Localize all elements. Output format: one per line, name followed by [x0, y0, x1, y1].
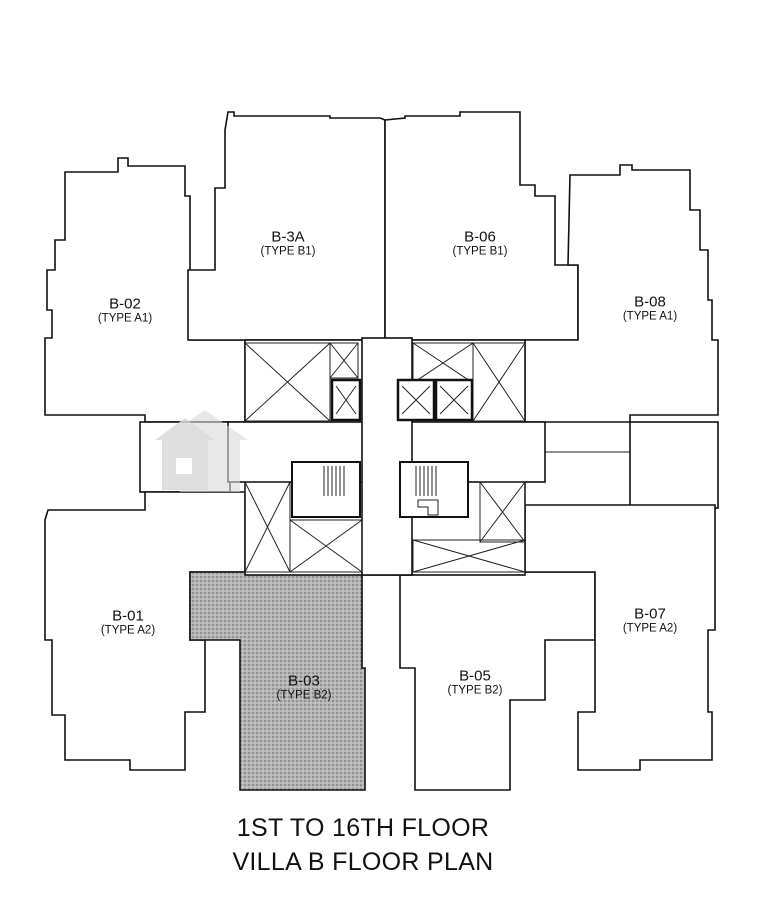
unit-id: B-06: [464, 228, 496, 246]
unit-type: (TYPE A1): [97, 312, 153, 325]
unit-type: (TYPE B1): [452, 245, 508, 258]
unit-id: B-07: [634, 605, 666, 623]
unit-type: (TYPE A2): [622, 622, 678, 635]
unit-b-07-label: B-07 (TYPE A2): [623, 606, 677, 635]
unit-id: B-01: [112, 607, 144, 625]
lifts: [330, 378, 474, 422]
unit-b-02-label: B-02 (TYPE A1): [98, 296, 152, 325]
unit-id: B-05: [459, 667, 491, 685]
plan-title-line1: 1ST TO 16TH FLOOR: [236, 814, 490, 842]
unit-b-01-label: B-01 (TYPE A2): [101, 608, 155, 637]
unit-b-03-outline: [189, 571, 366, 791]
unit-type: (TYPE A1): [622, 310, 678, 323]
unit-b-3a-outline: [187, 111, 386, 341]
plan-title-line2: VILLA B FLOOR PLAN: [232, 848, 494, 876]
unit-type: (TYPE A2): [100, 624, 156, 637]
east-balcony: [629, 421, 719, 509]
unit-id: B-03: [288, 672, 320, 690]
unit-b-08-label: B-08 (TYPE A1): [623, 294, 677, 323]
unit-type: (TYPE B1): [260, 245, 316, 258]
unit-type: (TYPE B2): [276, 689, 332, 702]
unit-type: (TYPE B2): [447, 684, 503, 697]
unit-b-06-label: B-06 (TYPE B1): [453, 229, 508, 258]
unit-b-08-outline: [524, 164, 719, 423]
unit-b-3a-label: B-3A (TYPE B1): [261, 229, 316, 258]
stairs: [291, 461, 469, 518]
unit-b-03-label: B-03 (TYPE B2): [277, 673, 332, 702]
unit-id: B-08: [634, 293, 666, 311]
unit-b-07-outline: [524, 504, 716, 771]
unit-id: B-3A: [271, 228, 305, 246]
unit-b-06-outline: [384, 111, 579, 341]
watermark-house-icon: [155, 410, 248, 492]
unit-b-05-label: B-05 (TYPE B2): [448, 668, 503, 697]
unit-id: B-02: [109, 295, 141, 313]
central-corridor: [361, 337, 413, 576]
